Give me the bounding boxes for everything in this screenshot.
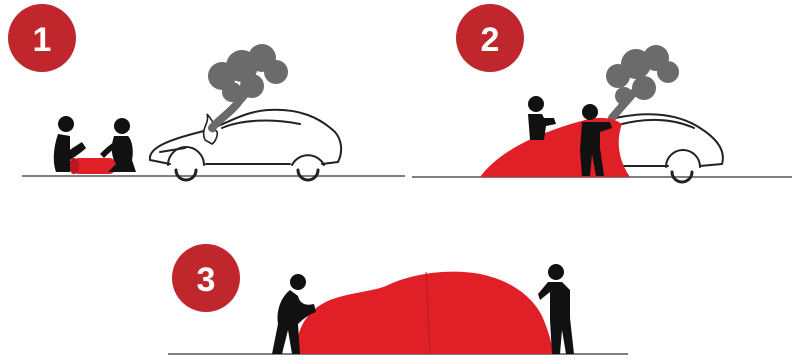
- step-1-car-grille: [160, 148, 185, 152]
- step-3-number: 3: [197, 261, 216, 299]
- step-1-number: 1: [33, 21, 52, 59]
- step-3-panel: 3: [168, 244, 628, 354]
- step-2-number: 2: [481, 21, 500, 59]
- step-1-badge: 1: [8, 4, 76, 72]
- step-1-smoke-cloud: [208, 44, 288, 128]
- step-1-car-front: [150, 160, 170, 164]
- step-1-car-window: [222, 121, 300, 128]
- step-2-badge: 2: [456, 4, 524, 72]
- step-1-blanket-roll-end: [69, 158, 79, 174]
- step-2-car-window: [622, 120, 694, 128]
- step-3-badge: 3: [172, 244, 240, 312]
- step-1-rear-wheel: [298, 170, 318, 180]
- step-1-rear-wheel-arch: [292, 155, 324, 165]
- step-2-rear-wheel-arch: [666, 150, 700, 167]
- step-1-front-wheel: [176, 170, 196, 180]
- step-1-car: [150, 110, 341, 180]
- step-2-smoke-cloud: [606, 45, 679, 118]
- step-3-covered-car-blanket: [296, 272, 554, 354]
- step-2-panel: 2: [412, 4, 792, 182]
- step-1-panel: 1: [8, 4, 405, 180]
